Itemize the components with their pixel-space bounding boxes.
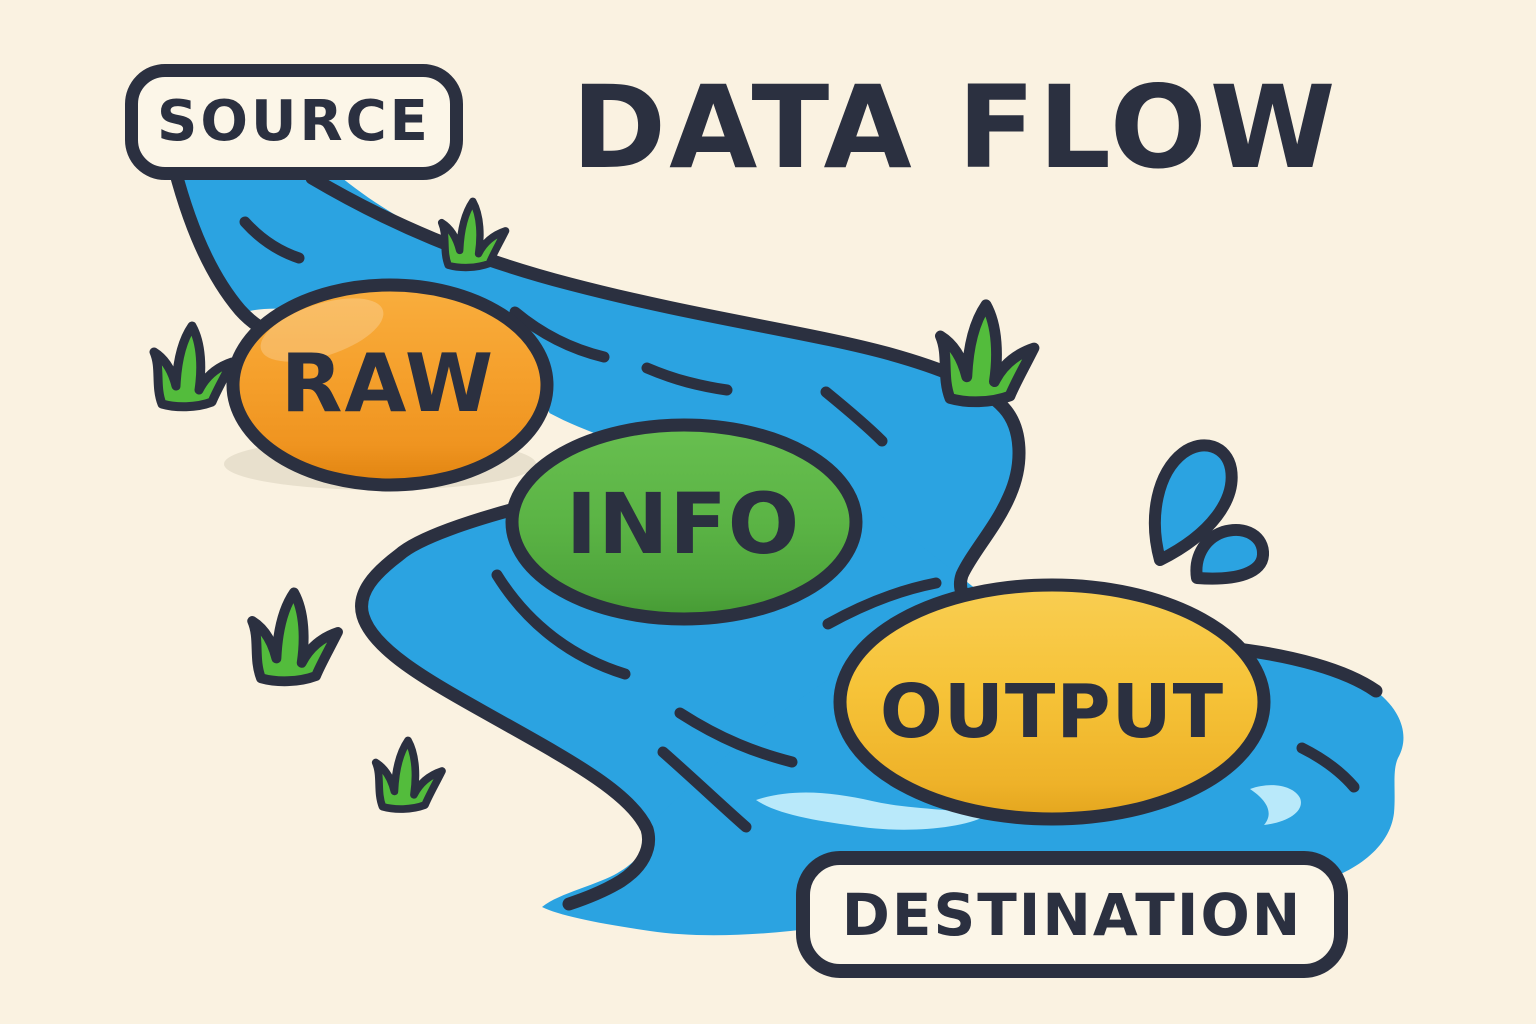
- water-droplet-small: [1190, 524, 1269, 585]
- ripple-line-1: [239, 216, 305, 264]
- info-stone: [505, 418, 863, 626]
- ripple-line-9: [822, 577, 942, 630]
- raw-stone: [226, 278, 554, 492]
- page-title: DATA FLOW: [571, 61, 1339, 194]
- output-stone-label: OUTPUT: [879, 669, 1225, 755]
- stones: [226, 278, 1271, 826]
- output-stone: [833, 578, 1271, 826]
- foam-highlights: [756, 785, 1301, 830]
- foam-highlight-1: [756, 792, 986, 830]
- grass-tuft-4: [252, 592, 338, 681]
- bank-left-upper: [161, 135, 275, 339]
- ripple-lines: [239, 216, 1360, 833]
- ripple-line-2: [509, 306, 610, 363]
- ripple-line-7: [491, 569, 631, 680]
- water-droplets: [1149, 439, 1269, 585]
- destination-badge-label: DESTINATION: [841, 880, 1303, 949]
- ripple-line-8: [1296, 742, 1360, 793]
- raw-stone-label: RAW: [280, 337, 496, 430]
- ripple-line-4: [820, 386, 888, 447]
- grass-tuft-1: [154, 326, 232, 407]
- grass-tuft-5: [376, 740, 442, 809]
- grass-tuft-3: [940, 305, 1034, 402]
- ripple-line-6: [657, 746, 752, 833]
- grass-tuft-2: [442, 201, 506, 267]
- destination-badge: DESTINATION: [796, 851, 1348, 978]
- info-stone-label: INFO: [565, 475, 801, 573]
- ripple-line-5: [674, 707, 798, 768]
- source-badge-label: SOURCE: [157, 89, 431, 154]
- source-badge: SOURCE: [125, 64, 463, 180]
- raw-stone-highlight: [260, 298, 384, 362]
- foam-highlight-2: [1250, 785, 1301, 825]
- bank-left-lower-hook: [355, 499, 655, 911]
- ripple-line-3: [641, 362, 733, 396]
- water-droplet-large: [1149, 439, 1238, 566]
